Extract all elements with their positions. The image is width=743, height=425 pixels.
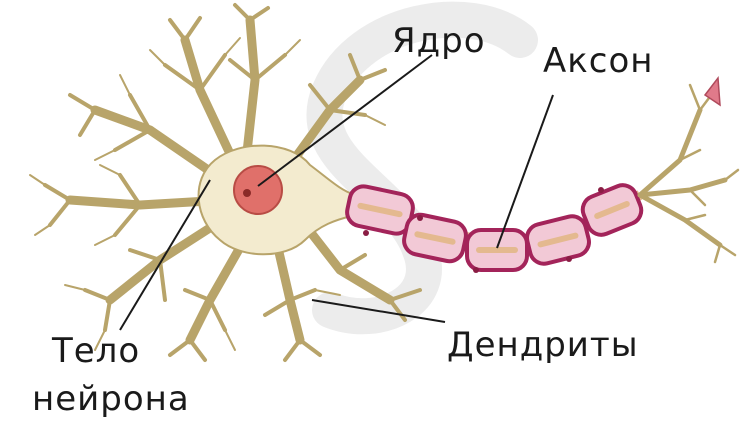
myelin-sheath: [345, 181, 646, 273]
axon-terminals: [640, 78, 738, 262]
label-nucleus: Ядро: [392, 21, 486, 61]
label-cell-body-line2: нейрона: [32, 379, 190, 419]
label-dendrites: Дендриты: [447, 325, 639, 365]
label-cell-body-line1: Тело: [51, 331, 140, 371]
label-axon: Аксон: [543, 41, 654, 81]
axon: [345, 181, 646, 273]
